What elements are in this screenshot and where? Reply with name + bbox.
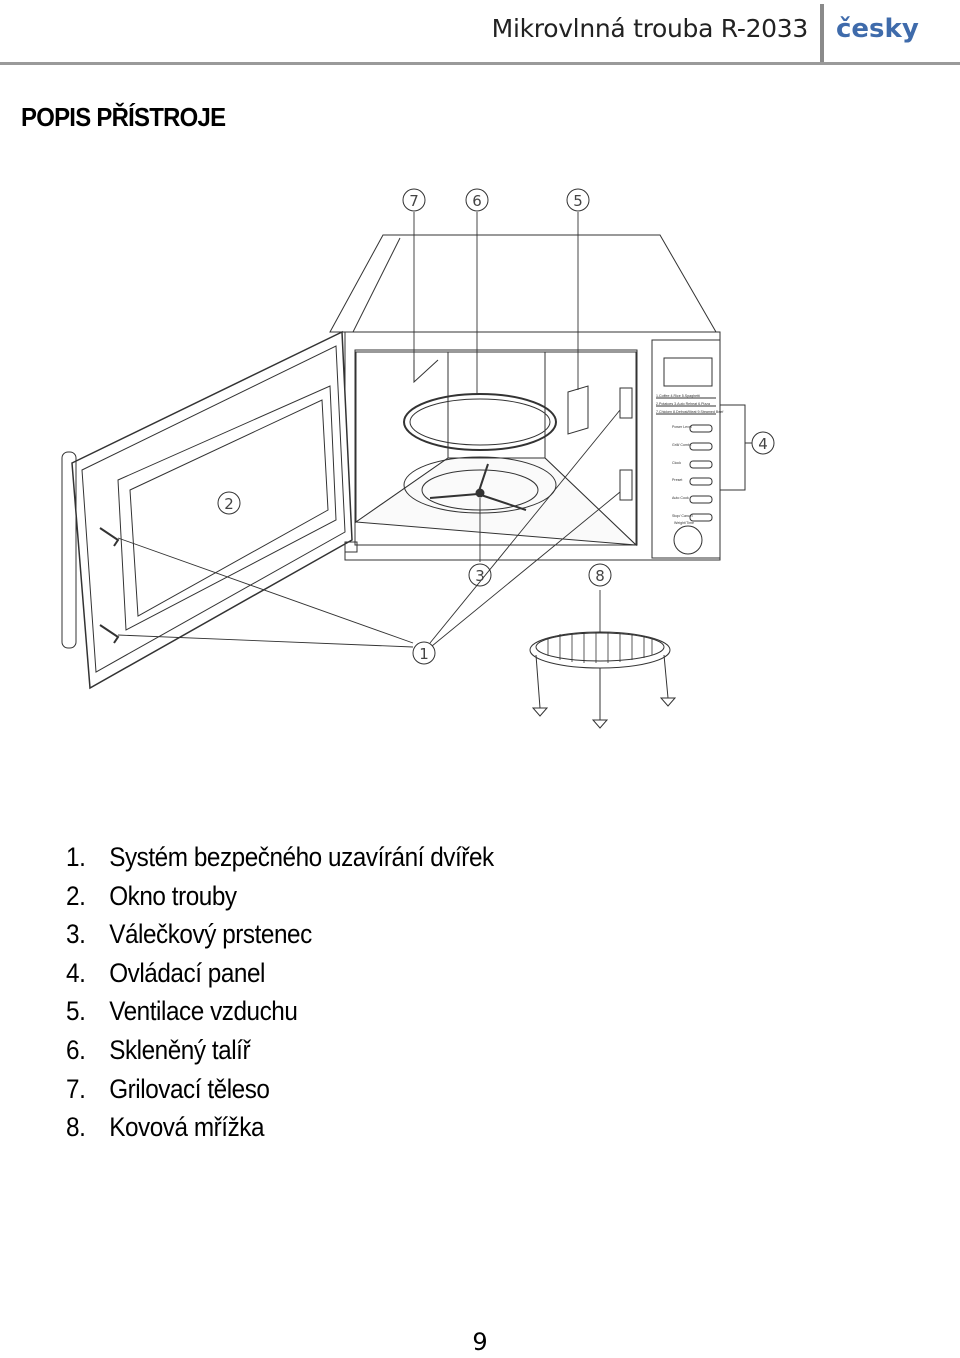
item-label: Skleněný talíř (109, 1034, 251, 1065)
panel-menu-row-1: 1.Coffee 4.Rice 5.Spaghetti (656, 394, 700, 398)
list-item: 7. Grilovací těleso (66, 1074, 494, 1113)
item-number: 2. (66, 880, 86, 911)
callout-7: 7 (409, 192, 419, 210)
panel-label-weight-time: Weight/Time (674, 521, 694, 525)
microwave-diagram: 1 2 3 4 5 6 7 8 1.Coffee 4.Rice 5.Spaghe… (61, 188, 775, 729)
item-label: Válečkový prstenec (109, 919, 312, 950)
panel-label-preset: Preset (672, 478, 682, 482)
list-item: 2. Okno trouby (66, 881, 494, 920)
panel-menu-row-3: 7.Chicken 8.Defrost/Meat 9.Steamed Beef (656, 410, 723, 414)
panel-label-power-level: Power Level (672, 425, 692, 429)
callout-6: 6 (472, 192, 482, 210)
item-number: 7. (66, 1073, 86, 1104)
item-label: Systém bezpečného uzavírání dvířek (109, 842, 494, 872)
callout-5: 5 (573, 192, 583, 210)
item-label: Ovládací panel (109, 957, 266, 988)
panel-label-auto-cook: Auto Cook (672, 496, 689, 500)
item-number: 1. (66, 842, 86, 872)
panel-menu-row-2: 2.Potatoes 3.Auto Reheat 6.Pizza (656, 402, 710, 406)
list-item: 5. Ventilace vzduchu (66, 996, 494, 1035)
callout-1: 1 (419, 645, 429, 663)
item-number: 6. (66, 1034, 86, 1065)
item-label: Okno trouby (109, 880, 237, 911)
list-item: 4. Ovládací panel (66, 958, 494, 997)
panel-label-grill-combi: Grill/ Combi. (672, 443, 692, 447)
manual-title: Mikrovlnná trouba R-2033 (491, 14, 809, 43)
callout-4: 4 (758, 435, 768, 453)
list-item: 6. Skleněný talíř (66, 1035, 494, 1074)
list-item: 8. Kovová mřížka (66, 1112, 494, 1151)
panel-label-stop-cancel: Stop/ Cancel (672, 514, 693, 518)
page-header: Mikrovlnná trouba R-2033 česky (0, 0, 960, 66)
item-number: 3. (66, 919, 86, 950)
header-divider (820, 4, 824, 62)
item-label: Kovová mřížka (109, 1112, 265, 1143)
callout-2: 2 (224, 495, 234, 513)
item-number: 5. (66, 996, 86, 1027)
callout-8: 8 (595, 567, 605, 585)
callout-3: 3 (475, 567, 485, 585)
item-number: 8. (66, 1112, 86, 1143)
section-title: POPIS PŘÍSTROJE (21, 102, 226, 132)
item-number: 4. (66, 957, 86, 988)
panel-label-clock: Clock (672, 461, 681, 465)
list-item: 3. Válečkový prstenec (66, 919, 494, 958)
item-label: Grilovací těleso (109, 1073, 270, 1104)
list-item: 1. Systém bezpečného uzavírání dvířek (66, 842, 494, 881)
header-rule (0, 62, 960, 65)
item-label: Ventilace vzduchu (109, 996, 298, 1027)
language-label: česky (836, 14, 919, 44)
page-number: 9 (472, 1328, 488, 1356)
parts-list: 1. Systém bezpečného uzavírání dvířek 2. O… (66, 842, 541, 1151)
